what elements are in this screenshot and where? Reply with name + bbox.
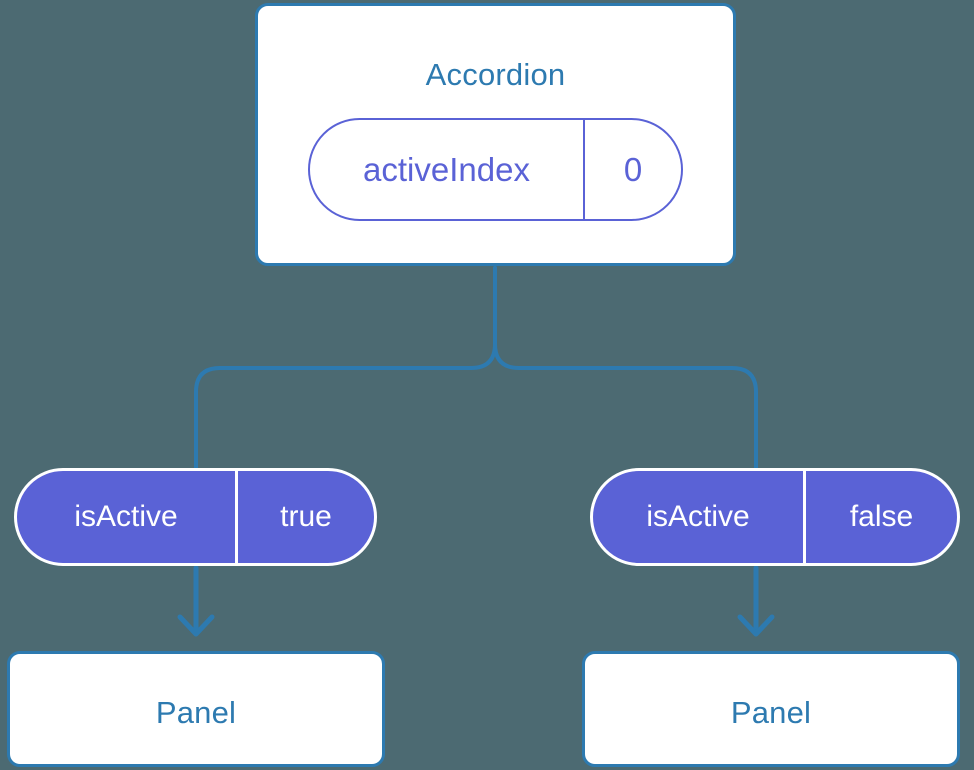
prop-pill-key: isActive	[593, 471, 806, 563]
prop-pill-value: true	[280, 500, 332, 533]
branch-path-right	[493, 266, 758, 470]
component-title-panel-left: Panel	[155, 695, 237, 730]
prop-pill-key: isActive	[17, 471, 238, 563]
prop-pill-is-active-false[interactable]: isActive false	[590, 468, 960, 566]
arrow-head-left-icon	[177, 614, 215, 637]
component-node-panel-right[interactable]: Panel	[582, 651, 960, 767]
prop-pill-value: false	[849, 500, 914, 533]
state-pill-key: activeIndex	[310, 120, 585, 219]
prop-pill-is-active-true[interactable]: isActive true	[14, 468, 377, 566]
state-pill-value: 0	[623, 150, 643, 188]
component-node-panel-left[interactable]: Panel	[7, 651, 385, 767]
component-title-panel-right: Panel	[730, 695, 812, 730]
branch-path-left	[194, 266, 497, 470]
state-pill-active-index[interactable]: activeIndex 0	[308, 118, 683, 221]
arrow-head-right-icon	[737, 614, 775, 637]
component-title-accordion: Accordion	[425, 57, 566, 92]
